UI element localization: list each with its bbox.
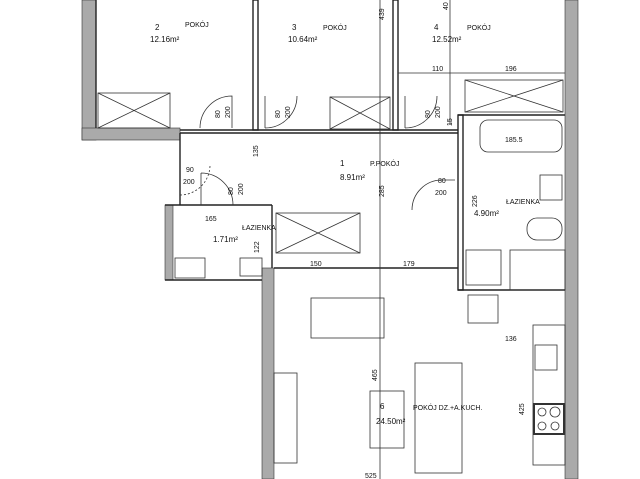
sink [534, 344, 558, 371]
dining-table [310, 297, 385, 339]
dimensions-d179: 179 [403, 261, 415, 268]
dimensions-d465: 465 [372, 369, 379, 381]
wardrobes [97, 79, 564, 254]
bathtub [479, 119, 563, 153]
doors-dBath-w: 80 [438, 178, 446, 185]
rooms-r1-name: P.POKÓJ [370, 159, 399, 168]
rooms-r6-name: POKÓJ DZ.+A.KUCH. [413, 403, 482, 412]
dimensions-d110: 110 [432, 66, 443, 73]
walls [81, 0, 579, 479]
rooms-r4-number: 4 [434, 23, 439, 32]
rooms-r5-area: 4.90m² [474, 209, 499, 218]
doors-dEntry-h: 200 [183, 179, 195, 186]
rooms-r3-name: POKÓJ [323, 23, 347, 32]
dimensions-d525: 525 [365, 473, 377, 479]
dimensions-d135: 135 [253, 145, 260, 157]
rooms-r6-number: 6 [380, 402, 385, 411]
rooms-r2-area: 12.16m² [150, 35, 180, 44]
dimensions-d122: 122 [254, 241, 261, 253]
stove [533, 403, 565, 435]
dimensions-d136: 136 [505, 336, 517, 343]
rooms-r6-area: 24.50m² [376, 417, 406, 426]
rooms-r4-area: 12.52m² [432, 35, 462, 44]
dimensions-d150: 150 [310, 261, 322, 268]
fridge [467, 294, 499, 324]
rooms-r3-number: 3 [292, 23, 297, 32]
dimensions-d196: 196 [505, 66, 517, 73]
rooms-r5-name: ŁAZIENKA [506, 199, 540, 206]
dimensions-d439: 439 [379, 8, 386, 20]
doors-dEntry-w: 90 [186, 167, 194, 174]
kitchen-counter [532, 324, 566, 466]
washbasin [539, 174, 563, 201]
doors-d2-w: 80 [215, 110, 222, 118]
rooms-r1-area: 8.91m² [340, 173, 365, 182]
doors-dBath-h: 200 [435, 190, 447, 197]
sofa [414, 362, 463, 474]
coffee-table [369, 390, 405, 449]
furniture [174, 119, 566, 474]
room-labels: 2 12.16m² POKÓJ 3 10.64m² POKÓJ 4 12.52m… [150, 20, 540, 426]
rooms-r2-number: 2 [155, 23, 160, 32]
dimensions-d1855: 185.5 [505, 137, 523, 144]
doors-d2-h: 200 [225, 106, 232, 118]
rooms-r2-name: POKÓJ [185, 20, 209, 29]
doors-d3-h: 200 [285, 106, 292, 118]
rooms-r7-name: ŁAZIENKA [242, 225, 276, 232]
dimensions-d285: 285 [379, 185, 386, 197]
boiler [509, 249, 566, 291]
doors-d3-w: 80 [275, 110, 282, 118]
dimensions-d226: 226 [472, 195, 479, 207]
rooms-r4-name: POKÓJ [467, 23, 491, 32]
dimensions-d165: 165 [205, 216, 217, 223]
cabinet [273, 372, 298, 464]
dimensions-d425: 425 [519, 403, 526, 415]
toilet [526, 217, 563, 241]
washing-machine [465, 249, 502, 286]
dimensions-d15: 15 [447, 118, 454, 126]
small-washbasin [174, 257, 206, 279]
wc-toilet [239, 257, 263, 277]
doors-dWc-w: 80 [228, 187, 235, 195]
doors-d4-w: 80 [425, 110, 432, 118]
doors-d4-h: 200 [435, 106, 442, 118]
doors-dWc-h: 200 [238, 183, 245, 195]
rooms-r3-area: 10.64m² [288, 35, 318, 44]
dimensions-d40: 40 [443, 2, 450, 10]
rooms-r7-area: 1.71m² [213, 235, 238, 244]
door-labels: 80 200 80 200 80 200 90 200 80 200 80 20… [183, 106, 447, 197]
dimension-labels: 439 40 110 196 15 135 285 226 185.5 165 … [205, 2, 526, 479]
doors [179, 95, 455, 211]
rooms-r1-number: 1 [340, 159, 345, 168]
